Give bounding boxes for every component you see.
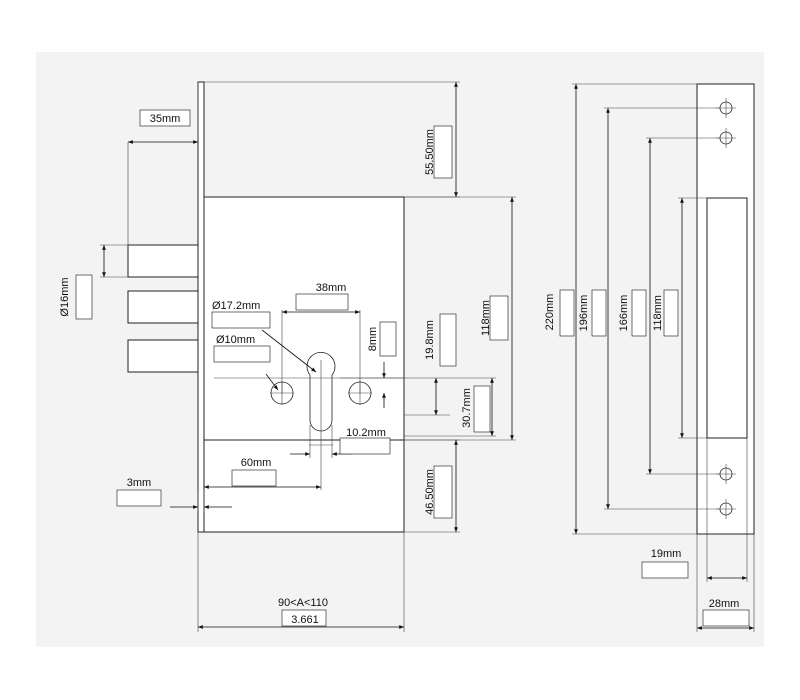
dim-keyhole-total: 30.7mm [461, 388, 473, 428]
dim-strike-slot-width: 19mm [651, 548, 682, 560]
dim-strike-slot-height: 118mm [652, 295, 664, 331]
dim-top-offset: 55.50mm [424, 129, 436, 175]
dim-strike-total-height: 220mm [544, 294, 556, 331]
dim-keyhole-offset: 8mm [367, 327, 379, 351]
dim-bottom-offset: 46.50mm [424, 469, 436, 515]
dim-case-height: 118mm [480, 300, 492, 336]
bolt-2 [127, 290, 199, 324]
dim-keyhole-width: 10.2mm [346, 427, 386, 439]
dim-keyhole-height: 19.8mm [424, 320, 436, 360]
dim-width-range: 90<A<110 [278, 597, 328, 609]
dim-strike-hole-spacing-inner: 166mm [618, 295, 630, 332]
dim-strike-plate-width: 28mm [709, 598, 740, 610]
dim-width-value: 3.661 [291, 614, 319, 626]
strike-slot [706, 197, 748, 439]
dim-cylinder-diameter-small: Ø10mm [216, 334, 255, 346]
faceplate [197, 81, 205, 533]
dim-bolt-diameter: Ø16mm [59, 277, 71, 316]
keyhole [306, 352, 336, 432]
lock-body-view: 35mm 55.50mm 118mm Ø16mm 38mm Ø17.2mm Ø1… [59, 81, 516, 632]
dim-cylinder-spacing: 38mm [316, 282, 347, 294]
bolt-1 [127, 244, 199, 278]
bolt-3 [127, 339, 199, 373]
strike-plate-view: 220mm 196mm 166mm 118mm 19mm 28mm [544, 83, 755, 632]
dim-faceplate-thickness: 3mm [127, 477, 151, 489]
dim-strike-hole-spacing-outer: 196mm [578, 295, 590, 332]
dim-cylinder-diameter-large: Ø17.2mm [212, 300, 260, 312]
dim-bolt-spacing: 35mm [150, 113, 181, 125]
dim-backset: 60mm [241, 457, 272, 469]
